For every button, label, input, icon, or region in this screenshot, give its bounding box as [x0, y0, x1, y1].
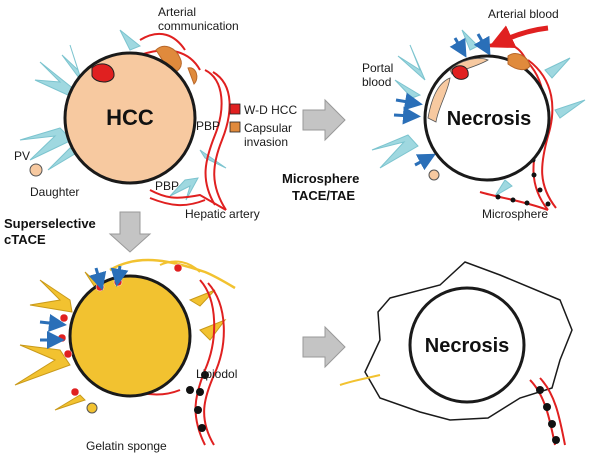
pbp-right-label: PBP	[196, 119, 220, 133]
arterial-blood-label: Arterial blood	[488, 7, 559, 21]
yellow-vessel-3	[339, 374, 381, 386]
yellow-vessel	[109, 258, 236, 290]
wd-hcc-nodule-2	[451, 65, 469, 80]
daughter-nodule-3	[86, 402, 98, 414]
gelatin-sponge-plugs-2	[536, 386, 560, 444]
superselective-label-2: cTACE	[4, 232, 46, 247]
portal-blood-label-1: Portal	[362, 61, 393, 75]
legend-wd-hcc-label: W-D HCC	[244, 103, 297, 117]
microsphere-label: Microsphere	[482, 207, 548, 221]
pbp-bottom-label: PBP	[155, 179, 179, 193]
daughter-label: Daughter	[30, 185, 79, 199]
hcc-label: HCC	[106, 105, 154, 130]
microsphere-tace-label-1b: Microsphere	[282, 171, 359, 186]
panel-top-left: HCC Arterial communication PBP PBP PV Da…	[14, 5, 297, 221]
legend-wd-hcc-swatch	[229, 103, 241, 115]
portal-vein-branches	[19, 29, 227, 201]
microsphere-tace-label-2: TACE/TAE	[292, 188, 355, 203]
lipiodol-tumor	[68, 274, 192, 398]
pv-label: PV	[14, 149, 30, 163]
hepatic-arteries	[139, 32, 231, 211]
arterial-communication-label-2: communication	[158, 19, 239, 33]
portal-blood-arrows	[393, 33, 491, 171]
arterial-blood-arrow	[488, 25, 549, 49]
hepatic-artery-label: Hepatic artery	[185, 207, 260, 221]
arterial-communication-label-1: Arterial	[158, 5, 196, 19]
necrosis-tumor-top	[423, 54, 551, 182]
panel-bottom-right: Necrosis	[339, 261, 573, 446]
necrosis-label-top: Necrosis	[447, 108, 532, 130]
legend-capsular-label-1: Capsular	[244, 121, 292, 135]
superselective-label-1: Superselective	[4, 216, 96, 231]
portal-blood-label-2: blood	[362, 75, 391, 89]
capsular-invasion	[155, 45, 198, 85]
residual-tumor	[427, 77, 451, 123]
yellow-vessel-2	[159, 260, 201, 273]
arrow-right-top	[302, 98, 346, 142]
lipiodol-label: Lipiodol	[196, 367, 237, 381]
gelatin-sponge-label: Gelatin sponge	[86, 439, 167, 453]
arrow-down-left	[108, 211, 152, 253]
legend-capsular-swatch	[229, 121, 241, 133]
capsular-invasion-2	[507, 53, 531, 71]
legend-capsular-label-2: invasion	[244, 135, 288, 149]
arrow-right-bottom	[302, 325, 346, 369]
daughter-nodule	[29, 163, 43, 177]
necrosis-label-bottom: Necrosis	[425, 335, 510, 357]
panel-top-right: Necrosis Arterial blood Portal blood Mic…	[362, 7, 586, 221]
gelatin-sponge-plugs	[186, 371, 209, 432]
wd-hcc-nodule	[91, 63, 115, 83]
hcc-tumor	[63, 51, 197, 185]
blocked-blue-arrows	[39, 265, 129, 349]
daughter-nodule-2	[428, 169, 440, 181]
necrosis-tumor-bottom	[408, 286, 526, 404]
panel-bottom-left: Lipiodol Gelatin sponge	[14, 258, 237, 453]
